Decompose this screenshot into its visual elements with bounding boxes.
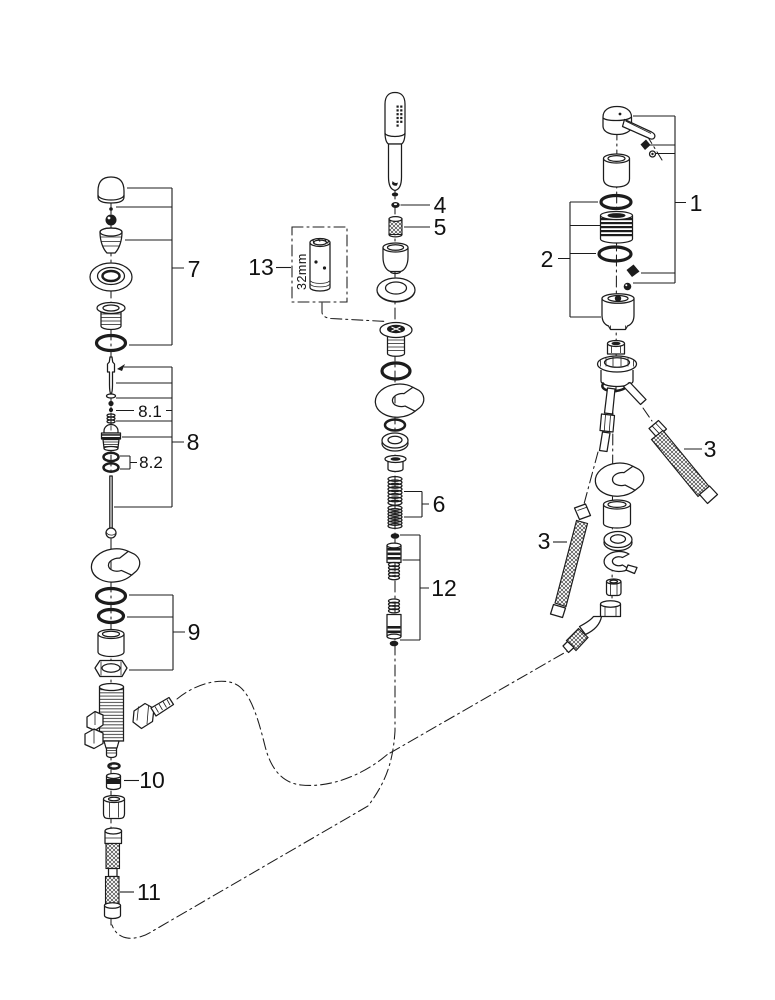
bracket-1 [633, 115, 686, 284]
spout-flange [89, 262, 133, 292]
o-ring [383, 418, 407, 432]
callout-12: 12 [431, 575, 457, 601]
cone-bushing [99, 227, 123, 254]
callout-3-right: 3 [704, 436, 717, 462]
elbow-hose [562, 600, 622, 654]
bracket-2 [558, 201, 601, 318]
o-ring-4 [391, 202, 400, 208]
o-ring [107, 762, 121, 770]
set-pin [109, 207, 113, 211]
filter-insert-5 [388, 215, 403, 238]
tool-size-label: 32mm [295, 253, 309, 290]
check-valves-12 [386, 533, 402, 647]
spray-face-dots [396, 105, 403, 127]
service-tool-box-13: 32mm [291, 226, 348, 303]
flanged-nut [384, 454, 407, 473]
adapter-bushing-10 [105, 772, 122, 791]
bracket-8-2 [120, 455, 137, 470]
handshower-hose-route [111, 97, 396, 939]
bracket-7 [116, 187, 184, 346]
flex-hose-3-left [549, 503, 592, 619]
diverter-hose-route [176, 680, 390, 786]
mixer-column [549, 105, 719, 654]
washer [603, 530, 633, 552]
right-leg-hose-axis [642, 407, 653, 422]
left-leg-hose-axis [583, 451, 599, 505]
o-ring [597, 245, 633, 263]
callout-11: 11 [137, 879, 161, 905]
compression-nut [605, 578, 622, 597]
lift-rod [105, 475, 117, 539]
flex-hose-11 [103, 827, 123, 920]
callout-2: 2 [541, 246, 554, 272]
bracket-12 [400, 534, 429, 641]
ball-element [105, 214, 117, 226]
dome-cap-sleeve [602, 153, 631, 188]
callout-3-left: 3 [538, 528, 551, 554]
body-legs [598, 381, 647, 453]
threaded-flange [96, 301, 126, 331]
callout-brackets [114, 115, 702, 893]
cartridge-base-cup [601, 293, 635, 331]
hand-shower [384, 91, 406, 197]
callout-8: 8 [187, 429, 200, 455]
spout-valve-column [84, 176, 175, 920]
bracket-8 [114, 366, 184, 508]
o-ring [380, 361, 412, 381]
callout-13: 13 [248, 254, 274, 280]
mounting-nut [94, 659, 128, 678]
bracket-9 [127, 594, 185, 671]
callout-8-2: 8.2 [139, 453, 163, 472]
spacer-sleeve [602, 499, 632, 529]
escutcheon [593, 460, 646, 499]
small-parts-stack-8-1 [105, 393, 117, 424]
callout-4: 4 [434, 192, 447, 218]
flange-ring [376, 277, 416, 303]
cartridge-2 [599, 210, 634, 244]
o-ring [96, 607, 126, 625]
o-ring [94, 586, 128, 606]
handle-cap [97, 176, 125, 204]
washer [381, 432, 409, 452]
handshower-column: 32mm [291, 91, 426, 647]
callout-8-1: 8.1 [138, 402, 162, 421]
callout-labels: 1 2 3 3 4 5 6 7 8 8.1 8.2 9 10 11 12 13 [137, 190, 716, 905]
diverter-hose-bolt [132, 696, 175, 730]
cartridge-screw [623, 264, 640, 291]
tool-pointer-line [321, 302, 388, 323]
callout-9: 9 [188, 619, 201, 645]
o-rings-8-2 [102, 451, 120, 473]
coupling-nut [102, 794, 126, 820]
lever-handle-1 [602, 105, 656, 140]
callout-1: 1 [690, 190, 703, 216]
escutcheon [88, 544, 143, 586]
o-ring [599, 193, 633, 211]
valve-pin [106, 356, 125, 396]
bracket-6 [404, 490, 429, 518]
escutcheon [373, 381, 426, 420]
elbow-hose-route [389, 648, 572, 754]
handle-screw [640, 139, 657, 158]
callout-10: 10 [139, 767, 165, 793]
callout-7: 7 [188, 256, 201, 282]
pointer-arrow [117, 364, 125, 371]
retainer-clip [603, 550, 638, 575]
flex-hose-3-right [648, 419, 719, 505]
threaded-mount-flange [379, 321, 413, 357]
diverter-body [84, 682, 175, 759]
o-ring [94, 333, 128, 353]
socket-tool-32mm [309, 237, 331, 292]
callout-6: 6 [433, 491, 446, 517]
socket-cone [382, 242, 409, 275]
valve-cartridge-8 [100, 423, 122, 452]
callout-5: 5 [434, 214, 447, 240]
spacer-sleeve [97, 628, 125, 658]
